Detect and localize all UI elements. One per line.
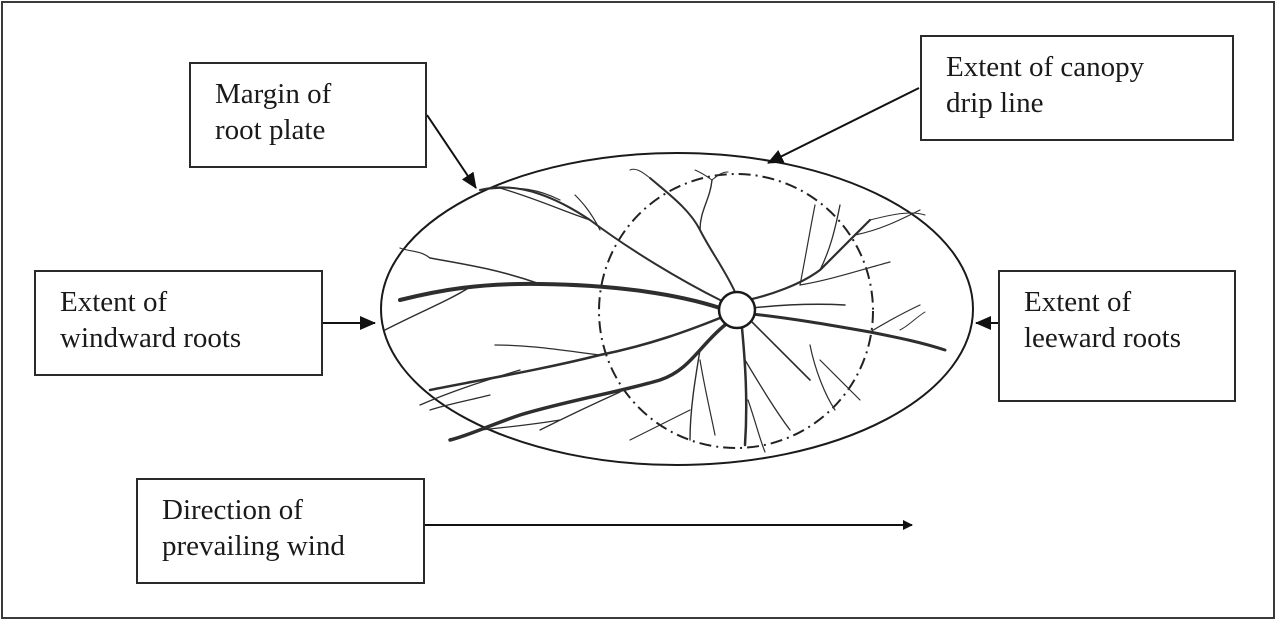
label-line: drip line <box>946 87 1044 119</box>
label-leeward-roots: Extent of leeward roots <box>998 270 1236 402</box>
label-line: Direction of <box>162 494 303 526</box>
label-windward-roots: Extent of windward roots <box>34 270 323 376</box>
label-margin-root-plate: Margin of root plate <box>189 62 427 168</box>
arrow-margin-root-plate <box>426 114 477 189</box>
label-line: Extent of <box>60 286 168 318</box>
arrow-canopy-drip-line <box>767 87 920 164</box>
label-line: prevailing wind <box>162 530 345 562</box>
label-prevailing-wind: Direction of prevailing wind <box>136 478 425 584</box>
label-line: Extent of <box>1024 286 1132 318</box>
label-line: leeward roots <box>1024 322 1182 354</box>
label-line: Extent of canopy <box>946 51 1145 83</box>
root-system <box>384 168 947 453</box>
label-canopy-drip-line: Extent of canopy drip line <box>920 35 1234 141</box>
label-line: windward roots <box>60 322 242 354</box>
tree-trunk <box>717 290 757 330</box>
root-plate-margin <box>380 152 974 466</box>
label-line: root plate <box>215 114 326 146</box>
canopy-drip-line <box>598 173 874 449</box>
label-line: Margin of <box>215 78 332 110</box>
